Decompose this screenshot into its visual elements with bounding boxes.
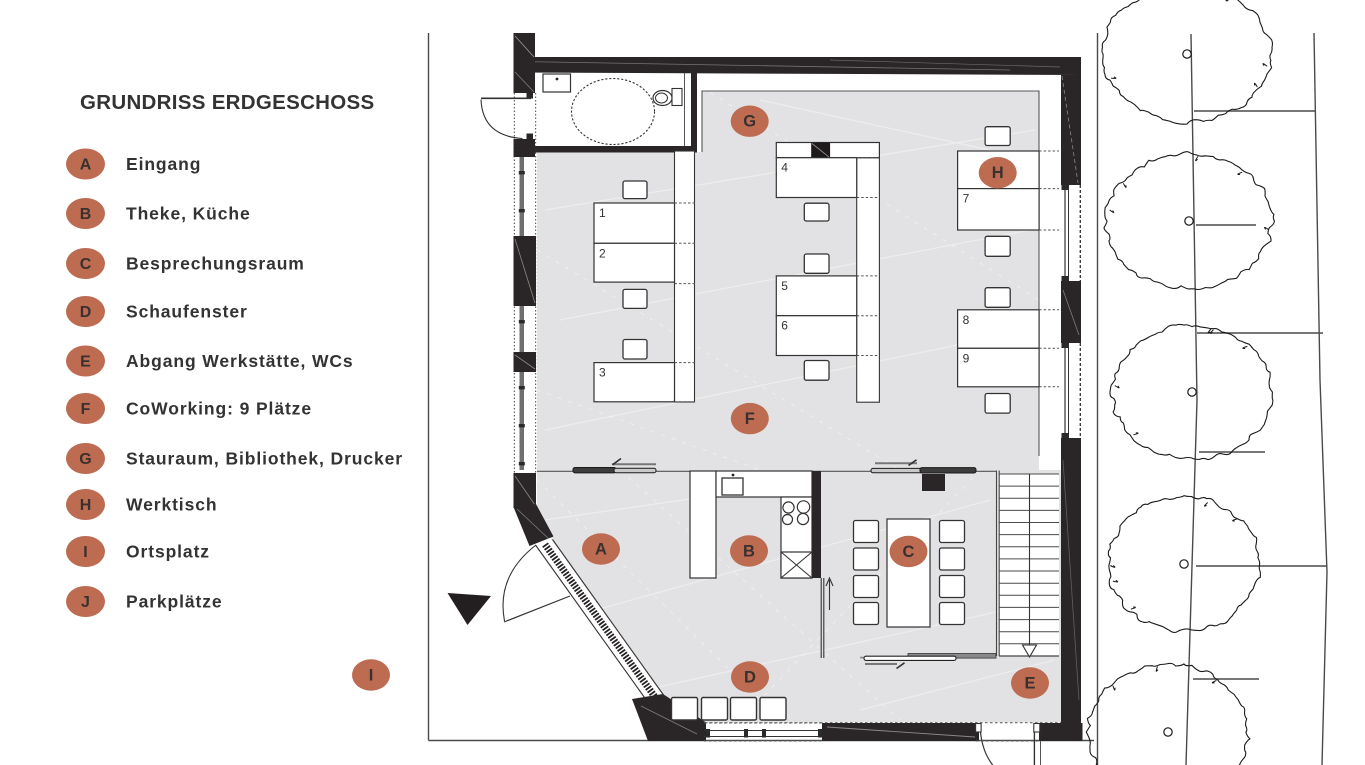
svg-text:Schaufenster: Schaufenster	[126, 302, 248, 322]
svg-text:I: I	[83, 544, 87, 561]
svg-text:B: B	[743, 543, 755, 561]
svg-text:Eingang: Eingang	[126, 154, 201, 174]
svg-text:C: C	[903, 543, 915, 561]
svg-text:Abgang Werkstätte, WCs: Abgang Werkstätte, WCs	[126, 351, 354, 371]
svg-text:7: 7	[963, 192, 970, 206]
svg-text:CoWorking: 9 Plätze: CoWorking: 9 Plätze	[126, 399, 312, 419]
svg-text:Stauraum, Bibliothek, Drucker: Stauraum, Bibliothek, Drucker	[126, 449, 403, 469]
svg-text:F: F	[745, 410, 755, 428]
svg-text:B: B	[80, 206, 92, 223]
svg-text:1: 1	[599, 206, 606, 220]
svg-text:I: I	[369, 667, 374, 685]
svg-text:H: H	[80, 497, 92, 514]
svg-text:J: J	[81, 594, 90, 611]
svg-text:Theke, Küche: Theke, Küche	[126, 204, 251, 224]
svg-text:E: E	[80, 354, 91, 371]
svg-text:G: G	[743, 113, 756, 131]
svg-text:A: A	[80, 157, 92, 174]
svg-text:Ortsplatz: Ortsplatz	[126, 542, 210, 562]
svg-text:Besprechungsraum: Besprechungsraum	[126, 254, 305, 274]
svg-text:A: A	[595, 541, 607, 559]
svg-text:8: 8	[963, 313, 970, 327]
svg-text:2: 2	[599, 246, 606, 260]
svg-text:9: 9	[963, 351, 970, 365]
svg-text:F: F	[81, 401, 91, 418]
svg-text:5: 5	[781, 279, 788, 293]
svg-text:GRUNDRISS ERDGESCHOSS: GRUNDRISS ERDGESCHOSS	[80, 91, 374, 114]
svg-text:D: D	[80, 304, 92, 321]
svg-text:C: C	[80, 256, 92, 273]
svg-text:G: G	[79, 451, 91, 468]
svg-text:E: E	[1024, 675, 1035, 693]
svg-text:Parkplätze: Parkplätze	[126, 592, 223, 612]
svg-text:Werktisch: Werktisch	[126, 495, 217, 515]
svg-text:H: H	[992, 164, 1004, 182]
svg-text:D: D	[744, 669, 756, 687]
svg-text:4: 4	[781, 161, 788, 175]
svg-text:3: 3	[599, 366, 606, 380]
svg-text:6: 6	[781, 319, 788, 333]
